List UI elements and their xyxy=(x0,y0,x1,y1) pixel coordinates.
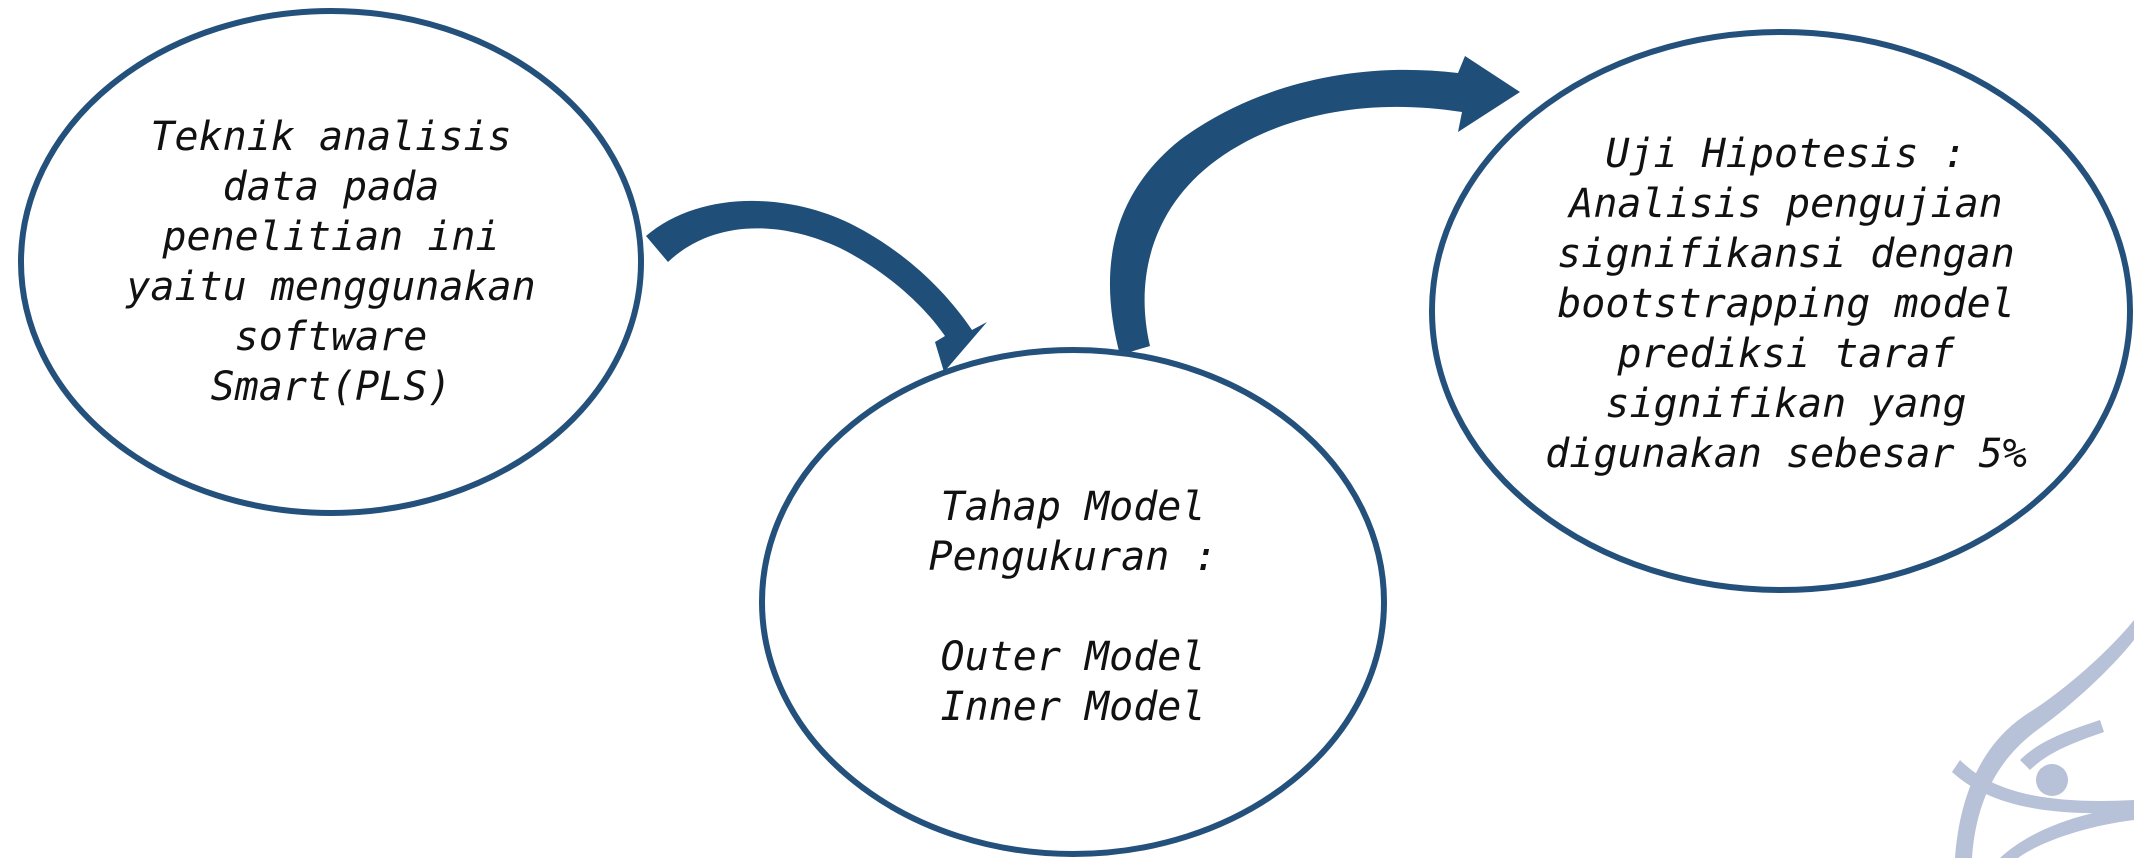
node-teknik-line-4: yaitu menggunakan xyxy=(126,264,536,310)
node-uji-hipotesis-text: Uji Hipotesis : Analisis pengujian signi… xyxy=(1506,129,2066,479)
node-teknik-analisis-text: Teknik analisis data pada penelitian ini… xyxy=(81,112,581,412)
network-node-watermark-icon xyxy=(1952,620,2134,858)
node-uji-hipotesis xyxy=(1429,29,2133,593)
node-tahap-item-outer: Outer Model xyxy=(940,634,1206,680)
node-uji-line-2: Analisis pengujian xyxy=(1569,181,2003,227)
node-uji-line-3: signifikansi dengan xyxy=(1557,231,2015,277)
node-uji-line-4: bootstrapping model xyxy=(1557,281,2015,327)
node-uji-line-7: digunakan sebesar 5% xyxy=(1545,431,2027,477)
node-tahap-model xyxy=(759,347,1387,857)
node-teknik-line-1: Teknik analisis xyxy=(150,114,512,160)
node-uji-line-5: prediksi taraf xyxy=(1617,331,1955,377)
node-teknik-analisis xyxy=(18,8,644,516)
node-teknik-line-5: software xyxy=(234,314,428,360)
node-teknik-line-6: Smart(PLS) xyxy=(210,364,452,410)
node-tahap-heading-line-2: Pengukuran : xyxy=(928,534,1218,580)
node-uji-line-6: signifikan yang xyxy=(1605,381,1967,427)
node-tahap-model-text: Tahap Model Pengukuran : Outer Model Inn… xyxy=(823,482,1323,732)
node-teknik-line-3: penelitian ini xyxy=(162,214,500,260)
node-tahap-heading-line-1: Tahap Model xyxy=(940,484,1206,530)
arrow-tahap-to-uji xyxy=(1109,56,1520,355)
node-uji-line-1: Uji Hipotesis : xyxy=(1605,131,1967,177)
arrow-teknik-to-tahap xyxy=(646,200,987,372)
node-tahap-item-inner: Inner Model xyxy=(940,684,1206,730)
node-teknik-line-2: data pada xyxy=(222,164,440,210)
